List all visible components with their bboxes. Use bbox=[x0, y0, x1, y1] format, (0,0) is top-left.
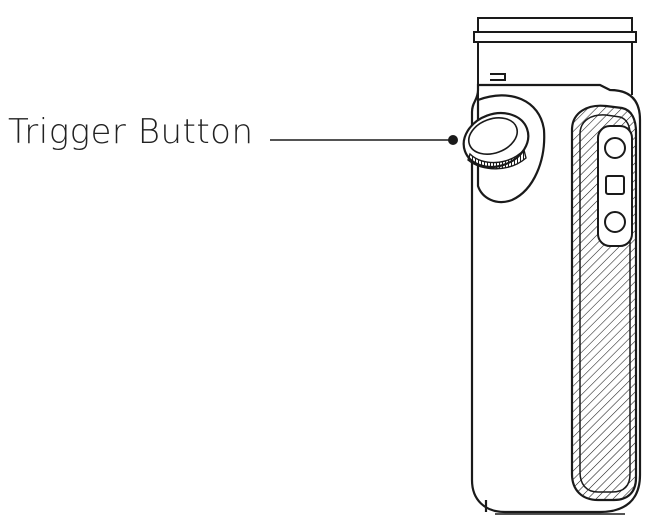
trigger-button-label: Trigger Button bbox=[8, 112, 254, 152]
trigger-callout-leader bbox=[270, 135, 458, 145]
gimbal-top-cap bbox=[473, 17, 637, 100]
trigger-button bbox=[462, 94, 546, 204]
handle-body bbox=[470, 83, 642, 515]
grip-panel bbox=[570, 104, 638, 502]
